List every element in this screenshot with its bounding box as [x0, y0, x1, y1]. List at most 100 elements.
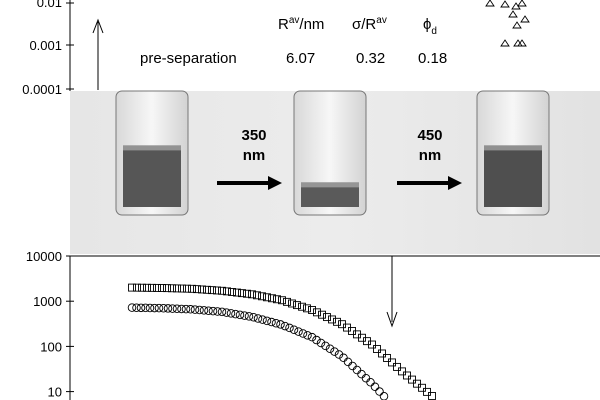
square-marker: [298, 302, 306, 311]
square-marker: [388, 358, 396, 367]
circle-marker: [379, 392, 389, 400]
circle-marker: [307, 332, 317, 342]
top-y-tick-label: 0.001: [29, 38, 62, 53]
square-marker: [293, 301, 301, 310]
table-value-phi: 0.18: [418, 50, 447, 67]
circle-marker: [312, 335, 321, 345]
circle-marker: [186, 305, 195, 314]
circle-marker: [172, 304, 182, 314]
circle-marker: [366, 378, 375, 387]
vials: [115, 90, 550, 216]
square-marker: [133, 283, 141, 292]
vial: [115, 90, 189, 216]
circle-marker: [276, 320, 285, 329]
circle-marker: [136, 303, 146, 313]
circle-marker: [267, 317, 276, 327]
square-marker: [308, 306, 316, 314]
circle-marker: [271, 318, 281, 328]
circle-marker: [330, 347, 339, 356]
square-marker: [303, 304, 311, 313]
table-header-radius: Rav/nm: [278, 15, 324, 33]
circle-marker: [361, 373, 371, 383]
top-y-tick-label: 0.0001: [22, 82, 62, 97]
right-arrow-head-icon: [448, 176, 462, 190]
up-arrow-head-icon: [92, 18, 104, 34]
circle-marker: [289, 325, 299, 335]
square-marker: [263, 293, 271, 302]
step2-wavelength: 450: [417, 127, 442, 144]
square-marker: [408, 375, 416, 384]
square-marker: [148, 283, 156, 292]
square-marker: [253, 291, 261, 300]
square-marker: [228, 288, 236, 296]
square-marker: [213, 286, 221, 295]
circle-marker: [262, 316, 272, 326]
square-marker: [198, 285, 206, 294]
triangle-marker: [485, 0, 495, 7]
square-marker: [378, 349, 386, 358]
triangle-marker: [512, 21, 522, 29]
top-panel: 0.01 0.001 0.0001 Rav/nm σ/Rav ϕd pre-se…: [22, 0, 530, 97]
top-y-tick-label: 0.01: [37, 0, 62, 10]
circle-marker: [199, 306, 209, 315]
circle-marker: [303, 331, 312, 340]
square-marker: [428, 392, 436, 400]
circle-marker: [222, 308, 231, 317]
square-marker: [273, 295, 281, 304]
triangle-marker: [517, 0, 527, 7]
square-marker: [333, 317, 341, 326]
square-marker: [203, 285, 211, 294]
square-marker: [418, 383, 426, 392]
step1-unit: nm: [243, 147, 266, 164]
table-value-sigma: 0.32: [356, 50, 385, 67]
circle-marker: [235, 310, 245, 320]
bottom-y-tick-label: 100: [40, 339, 62, 354]
circle-marker: [285, 323, 294, 333]
circle-marker: [280, 321, 290, 331]
circle-marker: [145, 303, 155, 313]
circle-marker: [240, 311, 249, 320]
square-marker: [398, 367, 406, 376]
square-marker: [178, 284, 186, 293]
square-marker: [423, 387, 431, 396]
circle-marker: [159, 304, 168, 313]
vial-meniscus: [123, 145, 181, 151]
square-marker: [183, 284, 191, 293]
circle-marker: [190, 305, 200, 314]
square-marker: [318, 310, 326, 319]
triangle-markers: [485, 0, 530, 47]
square-marker: [193, 285, 201, 294]
circle-marker: [249, 313, 258, 322]
square-marker: [373, 345, 381, 353]
triangle-marker: [513, 39, 523, 47]
triangle-marker: [520, 15, 530, 23]
square-marker: [153, 283, 161, 292]
square-marker: [138, 283, 146, 292]
circle-marker: [226, 309, 236, 318]
vial: [293, 90, 367, 216]
down-arrow-head-icon: [386, 311, 398, 328]
square-marker: [368, 340, 376, 349]
circle-marker: [253, 314, 263, 323]
circle-marker: [132, 303, 141, 312]
square-marker: [258, 292, 266, 301]
triangle-marker: [508, 10, 518, 18]
triangle-marker: [500, 39, 510, 47]
square-marker: [278, 296, 286, 305]
vial: [476, 90, 550, 216]
square-marker: [143, 283, 151, 292]
circle-marker: [204, 306, 213, 316]
square-marker: [168, 284, 176, 293]
bottom-y-tick-label: 1000: [33, 294, 62, 309]
circle-marker: [357, 369, 366, 379]
square-marker: [248, 290, 256, 299]
circle-marker: [316, 338, 326, 348]
right-arrow-head-icon: [268, 176, 282, 190]
square-marker: [173, 284, 181, 293]
circle-marker: [352, 365, 362, 375]
circle-marker: [181, 304, 191, 314]
series-circles: [127, 303, 389, 400]
vial-liquid: [123, 145, 181, 207]
circle-marker: [348, 361, 357, 371]
